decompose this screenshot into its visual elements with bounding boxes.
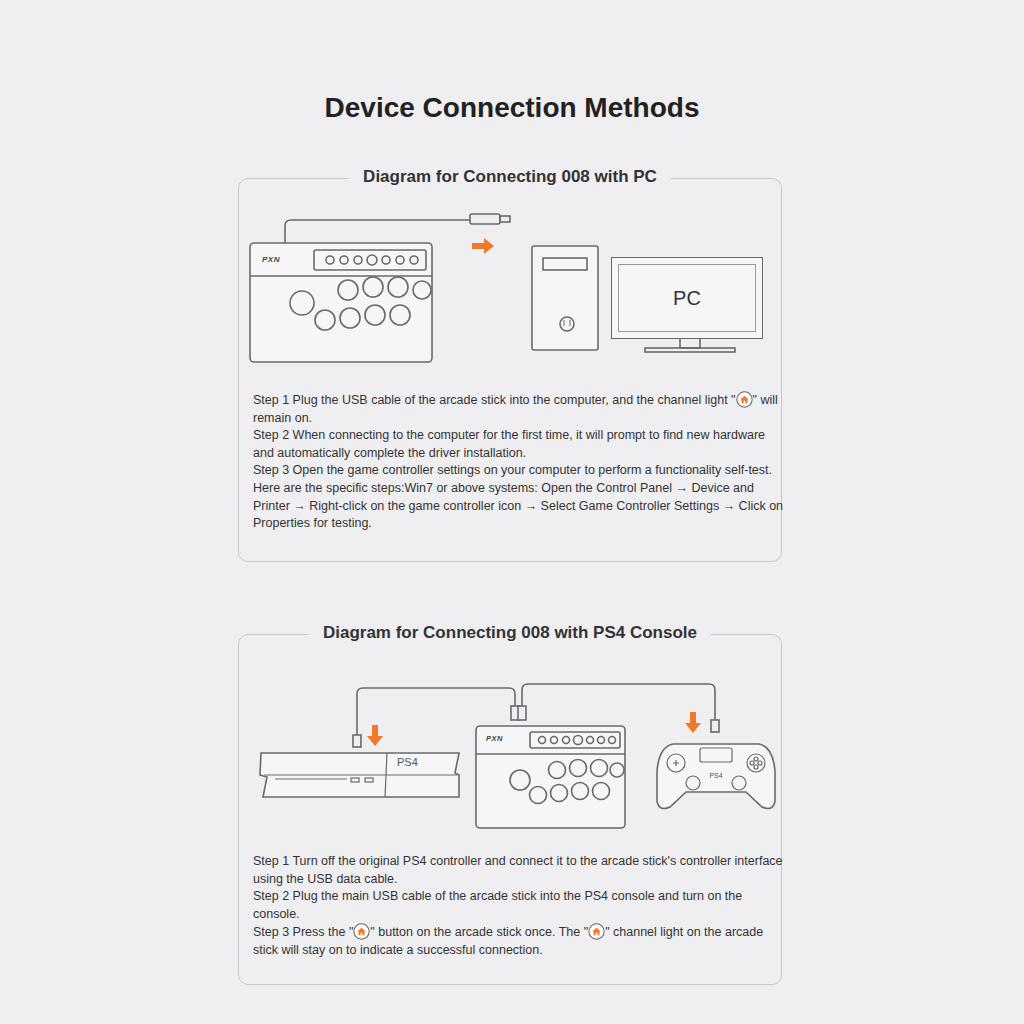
section-heading: Diagram for Connecting 008 with PC bbox=[349, 167, 671, 186]
section-heading: Diagram for Connecting 008 with PS4 Cons… bbox=[309, 623, 711, 642]
step-paragraph: Step 3 Open the game controller settings… bbox=[253, 462, 785, 480]
brand-logo: PXN bbox=[486, 734, 503, 743]
steps-block: Step 1 Plug the USB cable of the arcade … bbox=[253, 391, 785, 533]
step-text: Step 3 Open the game controller settings… bbox=[253, 463, 772, 477]
step-text: Here are the specific steps:Win7 or abov… bbox=[253, 481, 783, 530]
section-panel: Diagram for Connecting 008 with PCStep 1… bbox=[238, 178, 782, 562]
steps-block: Step 1 Turn off the original PS4 control… bbox=[253, 853, 785, 960]
console-outline bbox=[259, 751, 461, 799]
step-paragraph: Here are the specific steps:Win7 or abov… bbox=[253, 480, 785, 533]
step-text: Step 1 Turn off the original PS4 control… bbox=[253, 854, 783, 886]
page-title: Device Connection Methods bbox=[0, 92, 1024, 124]
step-text: Step 3 Press the " bbox=[253, 925, 353, 939]
step-paragraph: Step 2 Plug the main USB cable of the ar… bbox=[253, 888, 785, 923]
home-icon bbox=[353, 923, 370, 940]
step-paragraph: Step 1 Turn off the original PS4 control… bbox=[253, 853, 785, 888]
home-icon bbox=[736, 391, 753, 408]
home-icon bbox=[588, 923, 605, 940]
step-paragraph: Step 3 Press the " " button on the arcade… bbox=[253, 923, 785, 959]
console-label: PS4 bbox=[397, 756, 418, 768]
controller-label: PS4 bbox=[656, 772, 776, 779]
step-text: Step 1 Plug the USB cable of the arcade … bbox=[253, 393, 736, 407]
section-panel: Diagram for Connecting 008 with PS4 Cons… bbox=[238, 634, 782, 985]
screen-label: PC bbox=[673, 287, 701, 310]
step-text: Step 2 When connecting to the computer f… bbox=[253, 428, 765, 460]
brand-logo: PXN bbox=[262, 255, 280, 264]
step-text: " button on the arcade stick once. The " bbox=[370, 925, 588, 939]
step-paragraph: Step 2 When connecting to the computer f… bbox=[253, 427, 785, 462]
ps4-controller: PS4 bbox=[656, 736, 776, 814]
step-text: Step 2 Plug the main USB cable of the ar… bbox=[253, 889, 742, 921]
step-paragraph: Step 1 Plug the USB cable of the arcade … bbox=[253, 391, 785, 427]
ps4-console: PS4 bbox=[259, 751, 461, 799]
monitor-screen: PC bbox=[611, 257, 763, 339]
